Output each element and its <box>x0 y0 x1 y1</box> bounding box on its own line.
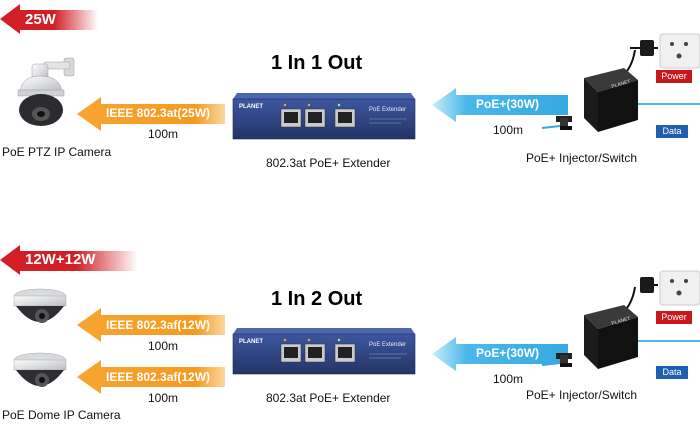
input-link-label-top: PoE+(30W) <box>476 97 540 111</box>
input-distance-bottom: 100m <box>493 372 524 386</box>
dome-camera-caption: PoE Dome IP Camera <box>2 408 121 422</box>
ptz-camera-caption: PoE PTZ IP Camera <box>2 145 112 159</box>
output-link-label-top: IEEE 802.3at(25W) <box>106 106 211 120</box>
device-caption-top: 802.3at PoE+ Extender <box>266 156 391 170</box>
dome-camera-icon-2 <box>13 352 67 387</box>
injector-brand-bottom: PLANET <box>611 316 631 327</box>
output-arrow-bottom-2 <box>77 360 225 394</box>
power-budget-label-bottom: 12W+12W <box>25 251 96 268</box>
output-arrow-bottom-1 <box>77 308 225 342</box>
input-distance-top: 100m <box>493 123 524 137</box>
section-title-top: 1 In 1 Out <box>271 52 363 74</box>
output-link-label-bottom-1: IEEE 802.3af(12W) <box>106 318 211 332</box>
device-brand-top: PLANET <box>239 104 263 110</box>
injector-brand-top: PLANET <box>611 79 631 90</box>
data-tag-bottom: Data <box>656 366 688 379</box>
injector-caption-bottom: PoE+ Injector/Switch <box>526 388 638 402</box>
section-title-bottom: 1 In 2 Out <box>271 288 363 310</box>
power-tag-top: Power <box>656 70 692 83</box>
power-budget-arrow-bottom <box>0 245 138 275</box>
poe-extender-device-top: PLANET PoE Extender <box>232 93 416 140</box>
device-brand-bottom: PLANET <box>239 339 263 345</box>
power-tag-bottom: Power <box>656 311 692 324</box>
output-link-label-bottom-2: IEEE 802.3af(12W) <box>106 370 211 384</box>
data-tag-top: Data <box>656 125 688 138</box>
device-caption-bottom: 802.3at PoE+ Extender <box>266 391 391 405</box>
output-distance-bottom-2: 100m <box>148 391 179 405</box>
ptz-camera-icon <box>17 57 75 126</box>
poe-extender-device-bottom: PLANET PoE Extender <box>232 328 416 375</box>
poe-injector-bottom: PLANET <box>541 270 700 369</box>
dome-camera-icon-1 <box>13 288 67 323</box>
output-distance-bottom-1: 100m <box>148 339 179 353</box>
output-distance-top: 100m <box>148 127 179 141</box>
power-budget-label-top: 25W <box>25 11 56 28</box>
input-link-label-bottom: PoE+(30W) <box>476 346 540 360</box>
poe-injector-top: PLANET <box>541 33 700 132</box>
injector-caption-top: PoE+ Injector/Switch <box>526 151 638 165</box>
output-arrow-top <box>77 97 225 131</box>
input-arrow-top <box>432 88 568 122</box>
device-model-text-top: PoE Extender <box>369 107 406 113</box>
device-model-text-bottom: PoE Extender <box>369 342 406 348</box>
input-arrow-bottom <box>432 337 568 371</box>
power-budget-arrow-top <box>0 4 98 34</box>
